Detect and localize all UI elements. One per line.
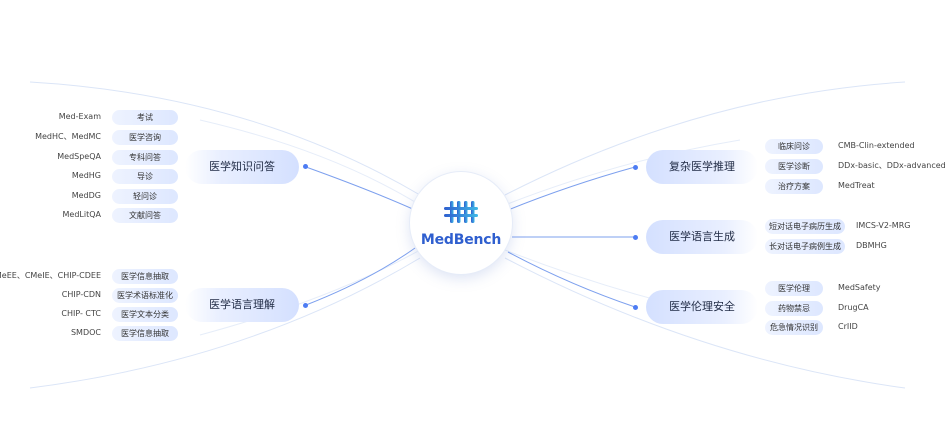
task-pill: 医学文本分类 [112,307,178,322]
connector-dot [303,303,308,308]
task-pill: 短对话电子病历生成 [765,219,845,234]
category-knowledge-qa: 医学知识问答 [185,150,299,184]
task-pill: 文献问答 [112,208,178,223]
dataset-label: MedSpeQA [57,152,101,161]
task-pill: 临床问诊 [765,139,823,154]
task-pill: 长对话电子病例生成 [765,239,845,254]
dataset-label: DBMHG [856,241,887,250]
dataset-label: MedHC、MedMC [35,132,101,141]
task-pill: 药物禁忌 [765,301,823,316]
connector-dot [633,165,638,170]
task-pill: 医学信息抽取 [112,326,178,341]
task-pill: 考试 [112,110,178,125]
category-language-understanding: 医学语言理解 [185,288,299,322]
task-pill: 医学信息抽取 [112,269,178,284]
dataset-label: Med-Exam [58,112,101,121]
task-pill: 医学术语标准化 [112,288,178,303]
category-complex-reasoning: 复杂医学推理 [646,150,758,184]
task-pill: 轻问诊 [112,189,178,204]
dataset-label: MedSafety [838,283,881,292]
category-ethics-safety: 医学伦理安全 [646,290,758,324]
connector-dot [633,305,638,310]
category-language-generation: 医学语言生成 [646,220,758,254]
dataset-label: CMB-Clin-extended [838,141,915,150]
dataset-label: DDx-basic、DDx-advanced [838,161,946,170]
connector-dot [633,235,638,240]
dataset-label: MedLitQA [62,210,102,219]
dataset-label: CrIID [838,322,858,331]
dataset-label: CHIP-CDN [61,290,101,299]
dataset-label: CHIP- CTC [61,309,101,318]
task-pill: 专科问答 [112,150,178,165]
task-pill: 治疗方案 [765,179,823,194]
dataset-label: MedHG [71,171,101,180]
task-pill: 医学咨询 [112,130,178,145]
dataset-label: DrugCA [838,303,869,312]
medbench-logo-icon [444,201,478,223]
task-pill: 医学伦理 [765,281,823,296]
task-pill: 危急情况识别 [765,320,823,335]
connector-dot [303,164,308,169]
task-pill: 医学诊断 [765,159,823,174]
dataset-label: IMCS-V2-MRG [856,221,911,230]
brand-name: MedBench [420,232,502,248]
medbench-hub: MedBench [410,172,512,274]
dataset-label: MedTreat [838,181,875,190]
dataset-label: MedDG [71,191,101,200]
task-pill: 导诊 [112,169,178,184]
dataset-label: MeEE、CMeIE、CHIP-CDEE [0,271,101,280]
dataset-label: SMDOC [70,328,101,337]
